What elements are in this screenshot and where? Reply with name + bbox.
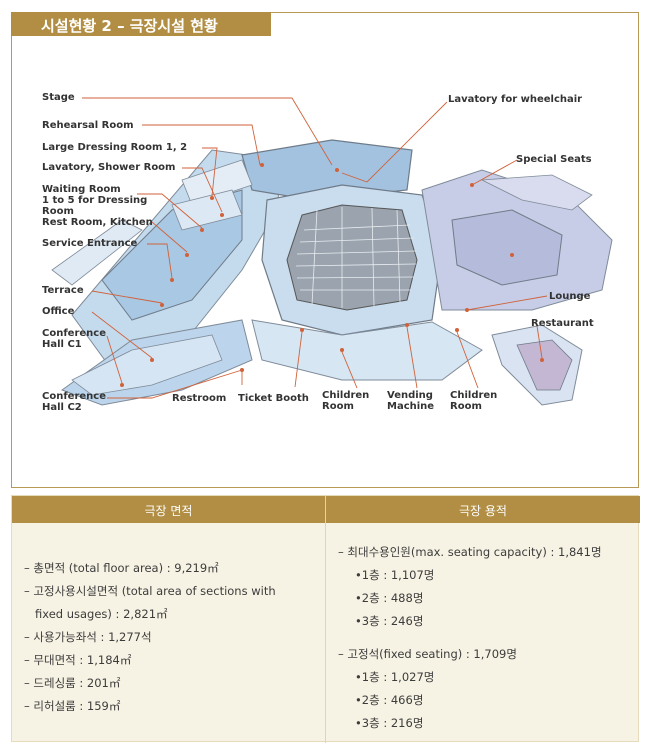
label-conference-c1: Conference bbox=[42, 328, 107, 339]
label-terrace: Terrace bbox=[42, 285, 84, 296]
area-fixed-usage: – 고정사용시설면적 (total area of sections with bbox=[24, 584, 276, 598]
area-fixed-usage-cont: fixed usages) : 2,821㎡ bbox=[35, 607, 168, 621]
label-conference-c1-line2: Hall C1 bbox=[42, 339, 82, 350]
capacity-fixed-floor-3: •3층 : 216명 bbox=[355, 716, 424, 730]
capacity-fixed-floor-2: •2층 : 466명 bbox=[355, 693, 424, 707]
capacity-max-floor-2: •2층 : 488명 bbox=[355, 591, 424, 605]
header-theater-capacity: 극장 용적 bbox=[326, 496, 640, 523]
label-office: Office bbox=[42, 306, 75, 317]
label-waiting-room-line2: 1 to 5 for Dressing bbox=[42, 195, 148, 206]
area-available-seats: – 사용가능좌석 : 1,277석 bbox=[24, 630, 152, 644]
area-total-floor: – 총면적 (total floor area) : 9,219㎡ bbox=[24, 561, 219, 575]
label-lavatory-wheelchair: Lavatory for wheelchair bbox=[448, 94, 583, 105]
label-waiting-room-line3: Room bbox=[42, 206, 74, 217]
area-list: – 총면적 (total floor area) : 9,219㎡ – 고정사용… bbox=[24, 557, 324, 718]
label-children-room-b-line2: Room bbox=[450, 401, 482, 412]
label-children-room-a-line2: Room bbox=[322, 401, 354, 412]
area-rehearsal-room: – 리허설룸 : 159㎡ bbox=[24, 699, 121, 713]
capacity-list: – 최대수용인원(max. seating capacity) : 1,841명… bbox=[338, 541, 638, 735]
capacity-fixed: – 고정석(fixed seating) : 1,709명 bbox=[338, 647, 517, 661]
capacity-max: – 최대수용인원(max. seating capacity) : 1,841명 bbox=[338, 545, 602, 559]
header-theater-area: 극장 면적 bbox=[12, 496, 325, 523]
label-rest-room-kitchen: Rest Room, Kitchen bbox=[42, 217, 153, 228]
label-restaurant: Restaurant bbox=[531, 318, 594, 329]
label-ticket-booth: Ticket Booth bbox=[238, 393, 309, 404]
capacity-max-floor-1: •1층 : 1,107명 bbox=[355, 568, 435, 582]
label-children-room-b: Children bbox=[450, 390, 498, 401]
column-divider bbox=[325, 496, 326, 743]
theater-info-table: 극장 면적 극장 용적 – 총면적 (total floor area) : 9… bbox=[11, 495, 640, 743]
capacity-max-floor-3: •3층 : 246명 bbox=[355, 614, 424, 628]
label-waiting-room: Waiting Room bbox=[42, 184, 121, 195]
label-restroom: Restroom bbox=[172, 393, 227, 404]
label-service-entrance: Service Entrance bbox=[42, 238, 138, 249]
label-conference-c2-line2: Hall C2 bbox=[42, 402, 82, 413]
label-conference-c2: Conference bbox=[42, 391, 107, 402]
theater-floor-plan: Stage Rehearsal Room Large Dressing Room… bbox=[12, 60, 638, 460]
capacity-fixed-floor-1: •1층 : 1,027명 bbox=[355, 670, 435, 684]
floor-plan-drawing bbox=[51, 97, 613, 406]
label-lounge: Lounge bbox=[549, 291, 591, 302]
label-large-dressing-room: Large Dressing Room 1, 2 bbox=[42, 142, 188, 153]
label-vending-machine-line2: Machine bbox=[387, 401, 435, 412]
area-stage: – 무대면적 : 1,184㎡ bbox=[24, 653, 132, 667]
label-special-seats: Special Seats bbox=[516, 154, 592, 165]
page-title: 시설현황 2 – 극장시설 현황 bbox=[11, 12, 271, 36]
label-stage: Stage bbox=[42, 92, 75, 103]
label-children-room-a: Children bbox=[322, 390, 370, 401]
label-rehearsal-room: Rehearsal Room bbox=[42, 120, 134, 131]
area-dressing-room: – 드레싱룸 : 201㎡ bbox=[24, 676, 121, 690]
label-vending-machine: Vending bbox=[387, 390, 433, 401]
label-lavatory-shower: Lavatory, Shower Room bbox=[42, 162, 176, 173]
